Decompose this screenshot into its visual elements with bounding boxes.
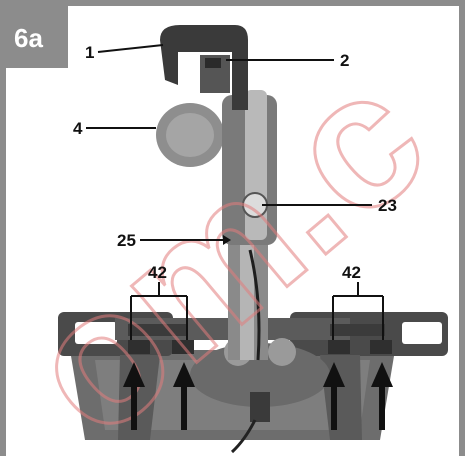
callout-2: 2 bbox=[340, 51, 349, 70]
miter-saw-illustration bbox=[58, 25, 448, 454]
callout-1: 1 bbox=[85, 43, 94, 62]
clamp-arrows bbox=[123, 362, 393, 430]
callout-23: 23 bbox=[378, 196, 397, 215]
callout-lines bbox=[86, 44, 384, 340]
clamp-left-a bbox=[128, 340, 150, 354]
callout-42-left: 42 bbox=[148, 263, 167, 282]
figure-badge-label: 6a bbox=[14, 23, 43, 53]
figure-badge bbox=[0, 0, 68, 68]
callout-42-right: 42 bbox=[342, 263, 361, 282]
arrow-left-b bbox=[173, 362, 195, 430]
saw-handle bbox=[160, 25, 248, 110]
clamp-left-b bbox=[172, 340, 194, 354]
turntable bbox=[190, 343, 330, 407]
arrow-right-b bbox=[371, 362, 393, 430]
clamp-right-a bbox=[328, 340, 350, 354]
clamp-right-b bbox=[370, 340, 392, 354]
callout-4: 4 bbox=[73, 119, 83, 138]
arrow-left-a bbox=[123, 362, 145, 430]
arrow-right-a bbox=[323, 362, 345, 430]
callout-25: 25 bbox=[117, 231, 136, 250]
